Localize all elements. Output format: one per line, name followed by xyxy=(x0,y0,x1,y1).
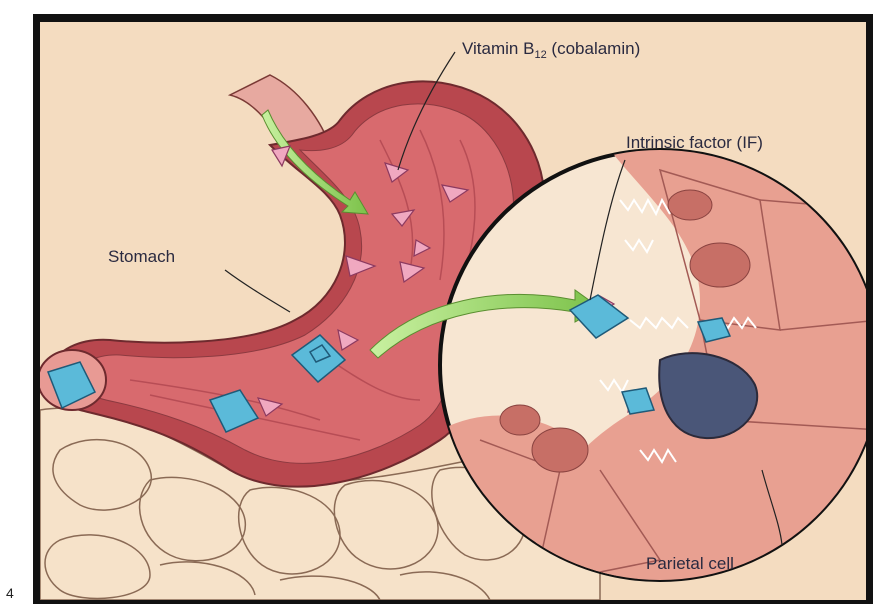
intrinsic-factor-label: Intrinsic factor (IF) xyxy=(626,133,763,152)
vitamin-b12-label: Vitamin B12 (cobalamin) xyxy=(462,39,640,61)
stomach-label: Stomach xyxy=(108,247,175,266)
parietal-cell-label: Parietal cell xyxy=(646,554,734,573)
page-number: 4 xyxy=(6,585,14,601)
